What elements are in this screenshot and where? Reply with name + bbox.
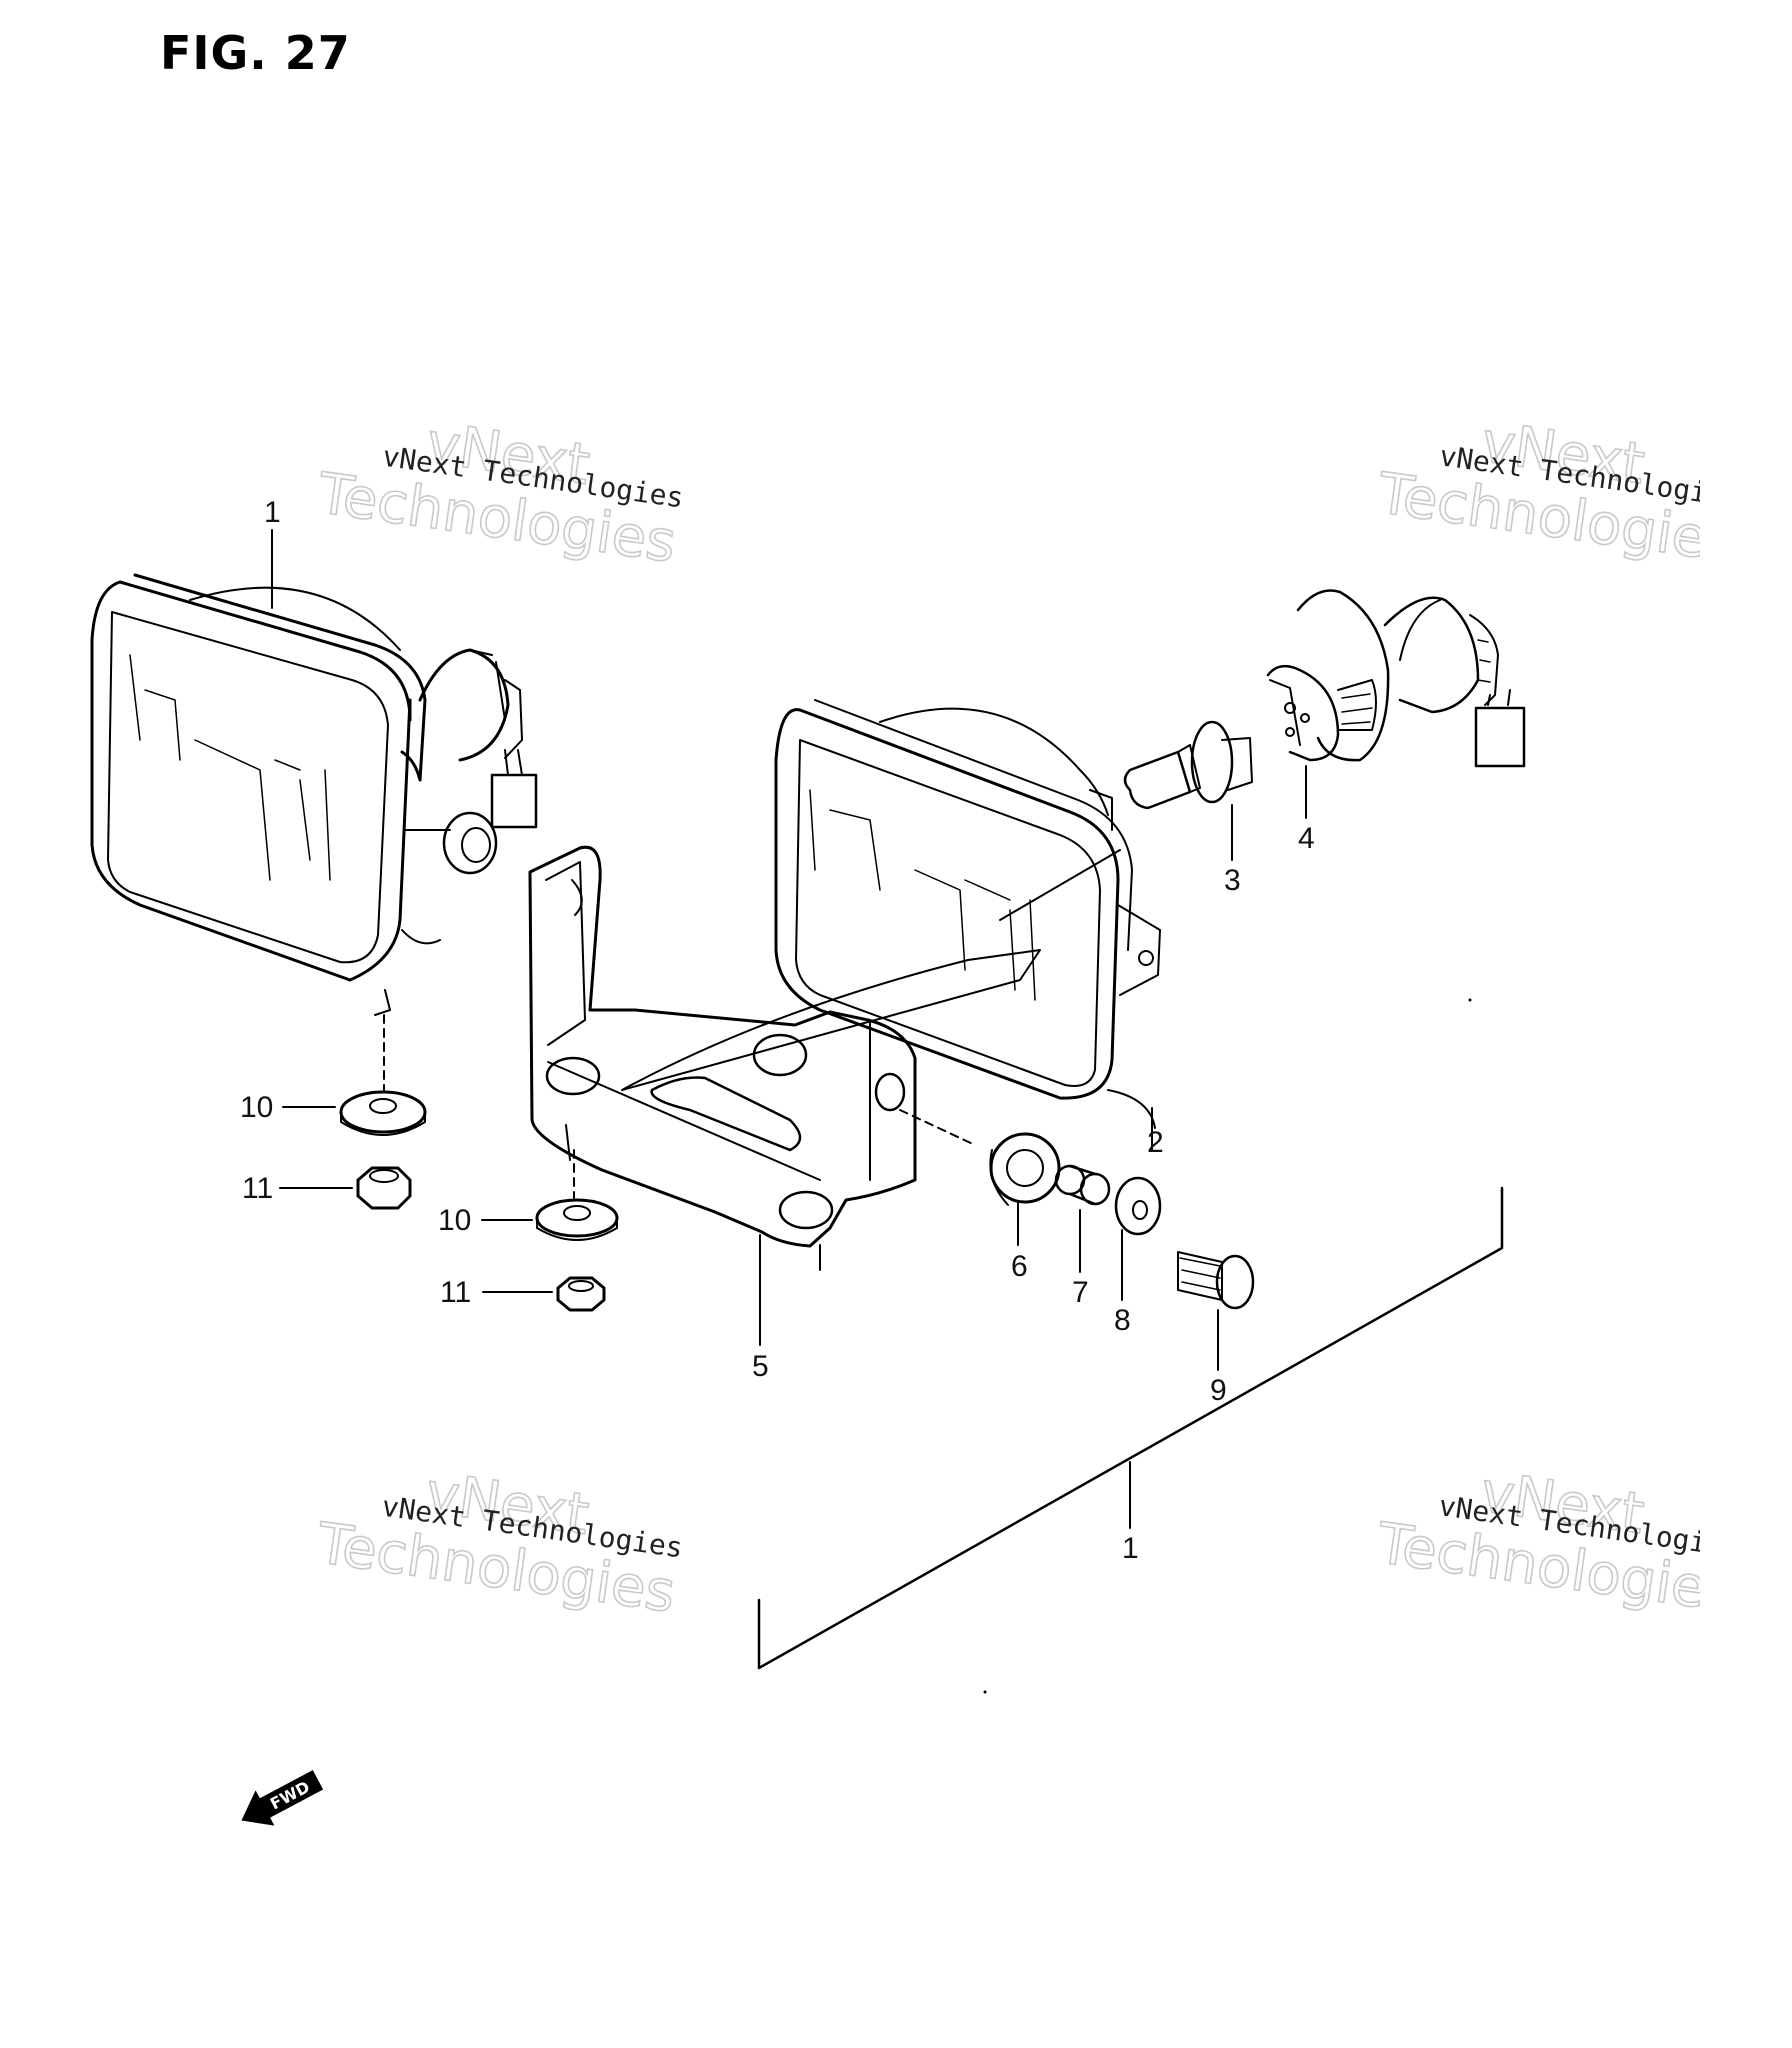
grommet xyxy=(899,1109,1061,1206)
lock-washer-left xyxy=(339,1014,427,1136)
bolt xyxy=(1177,1251,1255,1310)
callout-bulb: 3 xyxy=(1224,864,1241,897)
callout-headlamp-left: 1 xyxy=(264,496,281,529)
callout-headlamp-right: 2 xyxy=(1147,1126,1164,1159)
socket xyxy=(1266,664,1377,762)
callout-lock-washer-center: 10 xyxy=(438,1204,471,1237)
forward-direction-arrow: FWD xyxy=(241,1770,324,1826)
callout-collar: 7 xyxy=(1072,1276,1089,1309)
callout-grommet: 6 xyxy=(1011,1250,1028,1283)
callout-socket: 4 xyxy=(1298,822,1315,855)
nut-left xyxy=(356,1166,412,1210)
lock-washer-center xyxy=(535,1149,619,1241)
watermark-bottom-left: vNext Technologies vNext Technologies xyxy=(312,1460,685,1626)
callout-bracket: 5 xyxy=(752,1350,769,1383)
headlamp-right xyxy=(774,699,1161,1151)
headlamp-left xyxy=(90,573,538,1016)
watermark-top-right: vNext Technologies vNext Technologies xyxy=(1373,409,1743,576)
callout-lock-washer-left: 10 xyxy=(240,1091,273,1124)
assembly-bracket-line xyxy=(757,1186,1504,1670)
watermark-bottom-right: vNext Technologies vNext Technologies xyxy=(1372,1459,1742,1626)
figure-title: FIG. 27 xyxy=(160,26,351,80)
lamp-rear-housing xyxy=(1296,589,1526,768)
bracket xyxy=(528,845,1121,1271)
watermark-top-left: vNext Technologies vNext Technologies xyxy=(313,410,686,576)
collar xyxy=(1054,1164,1111,1206)
callout-nut-left: 11 xyxy=(242,1172,273,1205)
nut-center xyxy=(556,1276,606,1312)
bulb xyxy=(1123,720,1253,810)
callout-assembly: 1 xyxy=(1122,1532,1139,1565)
callout-bolt: 9 xyxy=(1210,1374,1227,1407)
leader-headlamp-right xyxy=(1107,1089,1156,1129)
callout-nut-center: 11 xyxy=(440,1276,471,1309)
washer xyxy=(1114,1176,1162,1236)
callout-washer: 8 xyxy=(1114,1304,1131,1337)
